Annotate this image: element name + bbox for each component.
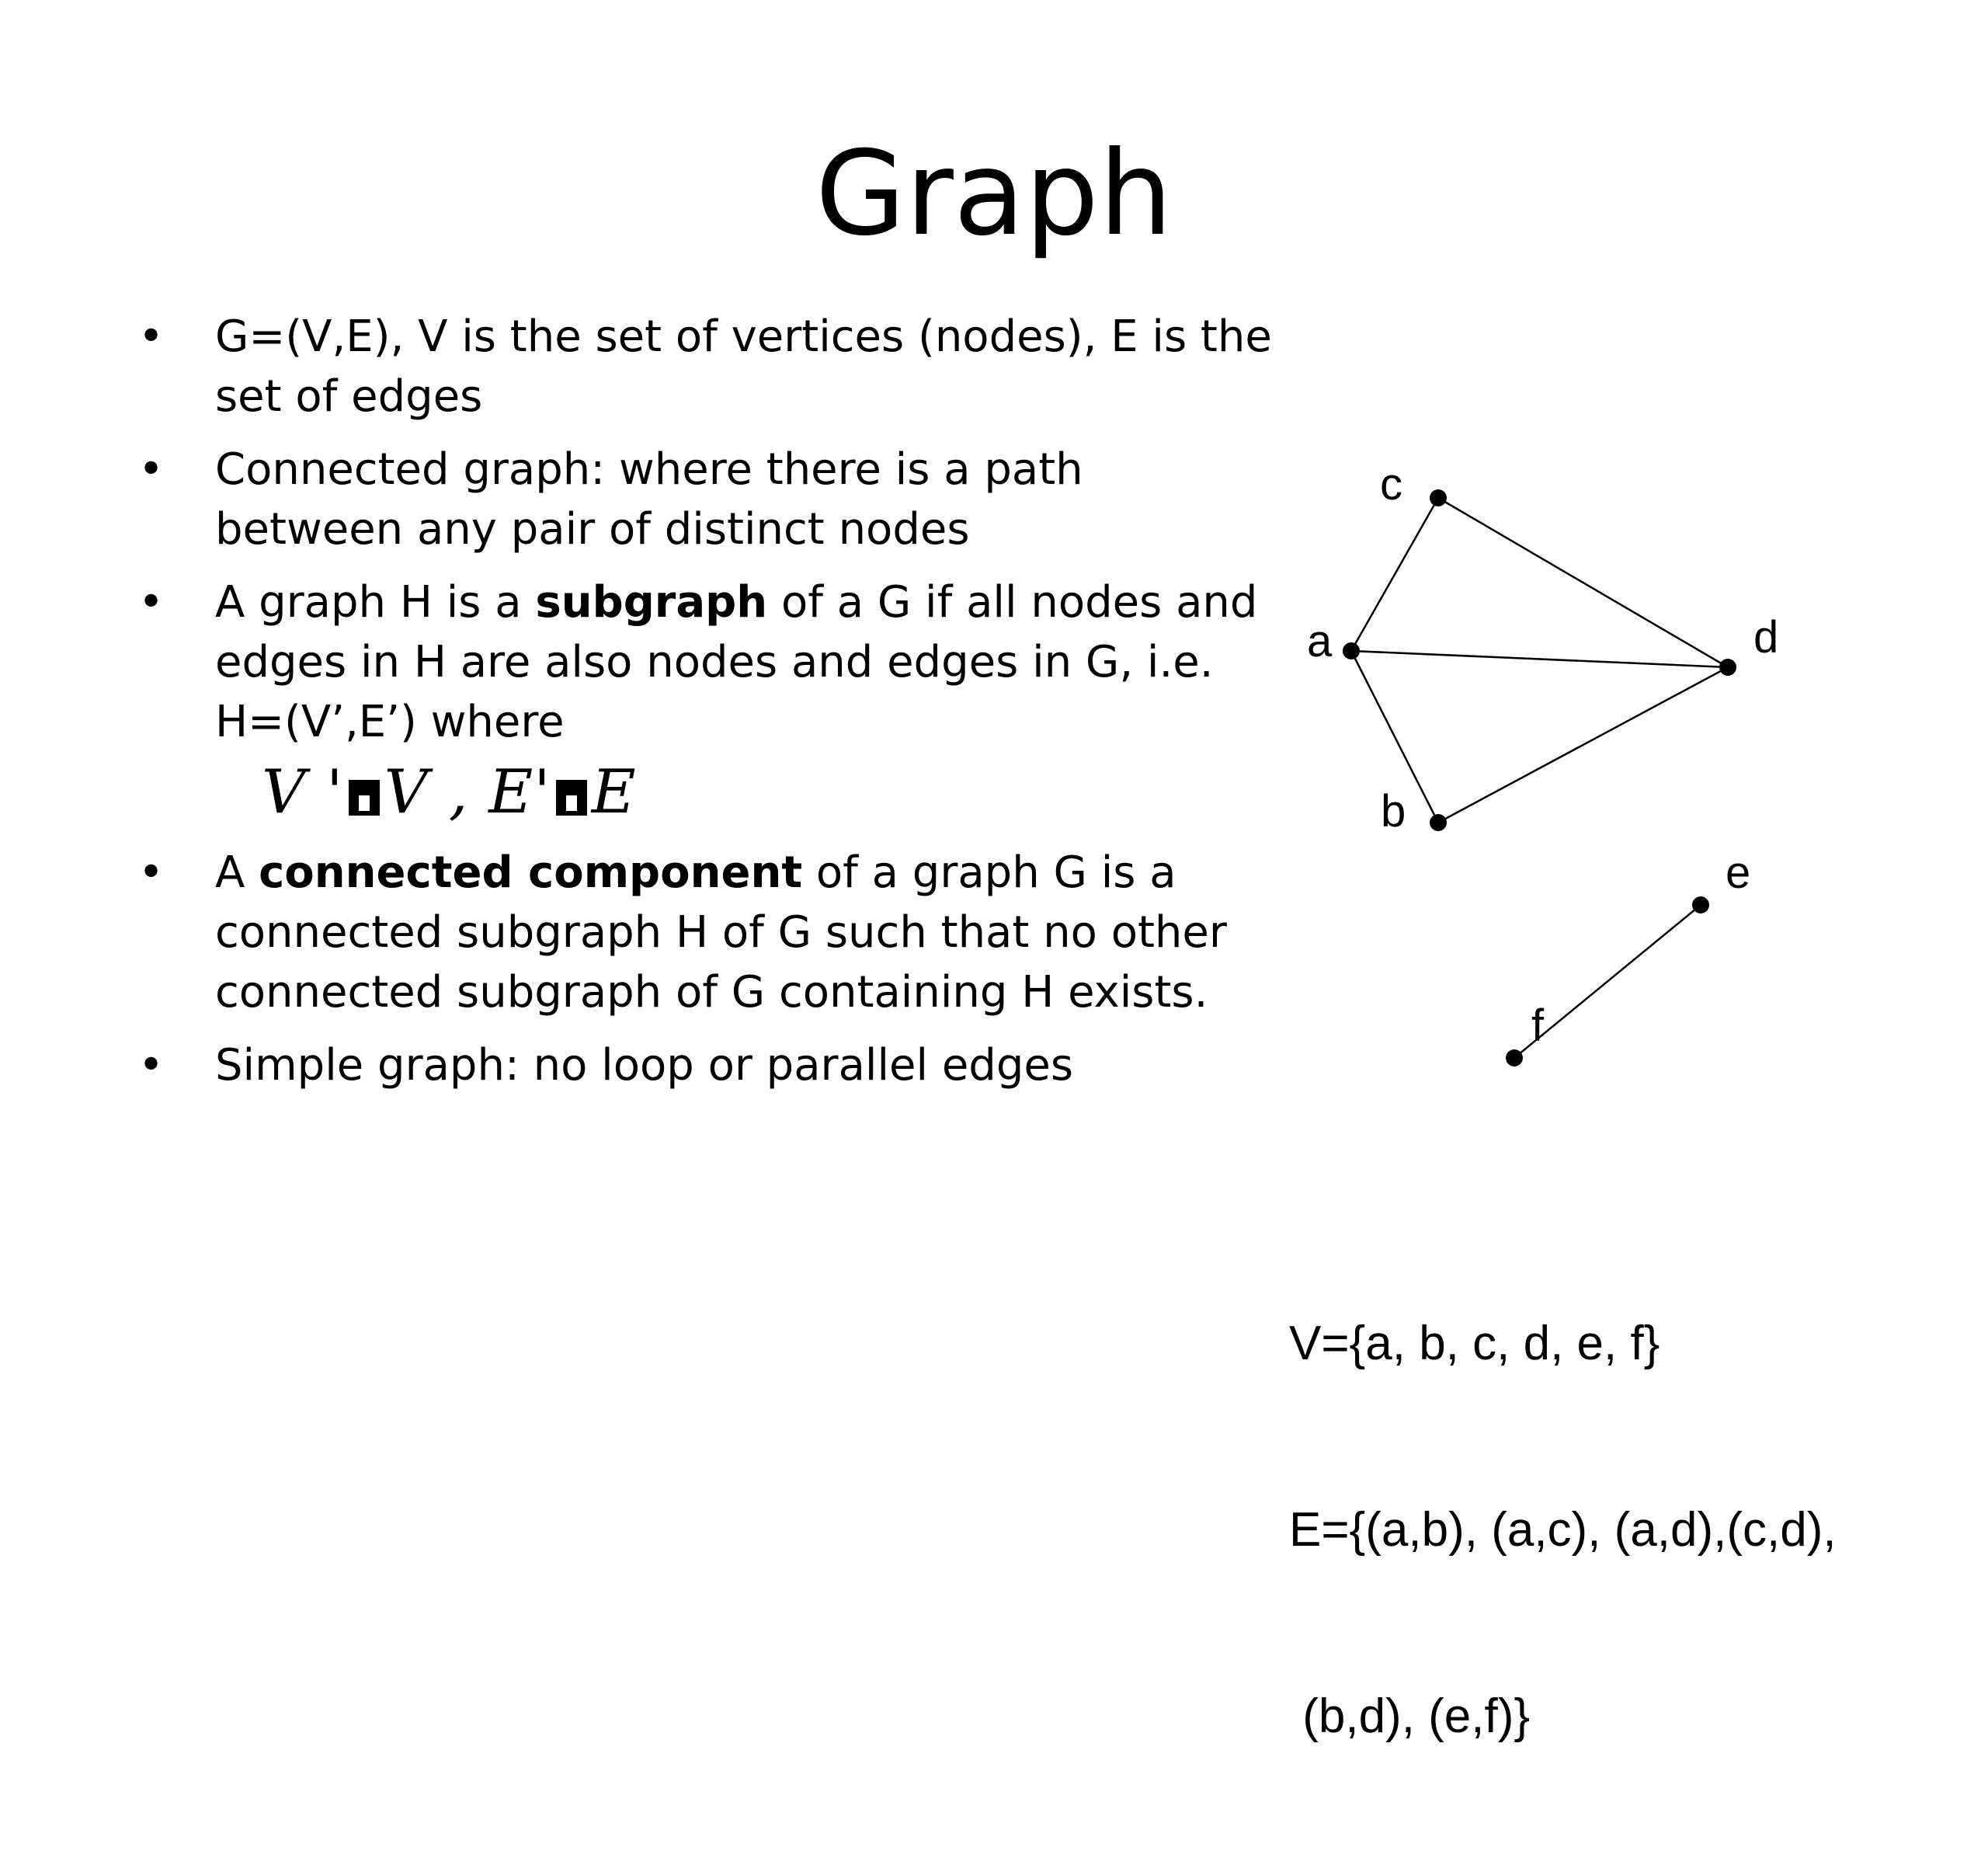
bullet-text-connected-graph: Connected graph: where there is a path b… <box>215 444 1083 555</box>
graph-node-label-f: f <box>1531 1000 1545 1051</box>
edge-set-line1: E={(a,b), (a,c), (a,d),(c,d), <box>1289 1503 1837 1557</box>
graph-node-label-c: c <box>1380 459 1402 510</box>
formula-e-prime: E' <box>488 757 551 827</box>
vertex-set: V={a, b, c, d, e, f} <box>1289 1317 1660 1370</box>
bullet-dot: • <box>138 311 165 362</box>
bullet-dot: • <box>138 1040 165 1091</box>
formula-v: V , <box>384 757 469 827</box>
bullet-item: • A connected component of a graph G is … <box>132 843 1274 1022</box>
bullet-dot: • <box>138 577 165 628</box>
graph-node-c <box>1430 489 1447 506</box>
graph-node-label-b: b <box>1381 786 1406 837</box>
graph-node-label-e: e <box>1726 847 1750 898</box>
bullet-dot: • <box>138 444 165 495</box>
bullet-text-component-post: of a graph G is a connected subgraph H o… <box>215 847 1227 1018</box>
graph-diagram: a b c d e f <box>1307 459 1778 1066</box>
missing-glyph-icon <box>555 780 587 816</box>
bullet-list: • G=(V,E), V is the set of vertices (nod… <box>132 307 1274 1108</box>
bullet-text-subgraph-bold: subgraph <box>535 577 768 628</box>
graph-node-label-d: d <box>1753 612 1778 663</box>
bullet-text-subgraph-post: of a G if all nodes and edges in H are a… <box>215 577 1258 747</box>
subset-formula: V ' V , E' E <box>262 755 1274 830</box>
graph-edge-a-d <box>1350 649 1729 669</box>
bullet-item: • Simple graph: no loop or parallel edge… <box>132 1035 1274 1095</box>
formula-v-prime: V ' <box>262 757 344 827</box>
graph-node-f <box>1506 1049 1523 1066</box>
bullet-text-simple-graph: Simple graph: no loop or parallel edges <box>215 1040 1073 1091</box>
graph-edge-b-d <box>1437 666 1729 824</box>
graph-node-e <box>1692 896 1709 913</box>
bullet-item: • Connected graph: where there is a path… <box>132 440 1274 559</box>
graph-node-a <box>1343 642 1360 659</box>
formula-e: E <box>591 757 637 827</box>
bullet-item: • G=(V,E), V is the set of vertices (nod… <box>132 307 1274 426</box>
slide-title: Graph <box>815 127 1173 262</box>
bullet-text-subgraph-pre: A graph H is a <box>215 577 536 628</box>
graph-node-label-a: a <box>1307 616 1333 666</box>
missing-glyph-icon <box>348 780 380 816</box>
graph-edge-e-f <box>1514 904 1701 1059</box>
bullet-text-graph-definition: G=(V,E), V is the set of vertices (nodes… <box>215 311 1272 422</box>
edge-set-line2: (b,d), (e,f)} <box>1289 1689 1531 1743</box>
graph-edge-c-d <box>1437 496 1729 669</box>
bullet-text-component-pre: A <box>215 847 259 898</box>
graph-node-b <box>1430 814 1447 831</box>
set-definitions: V={a, b, c, d, e, f} E={(a,b), (a,c), (a… <box>1289 1188 1837 1872</box>
bullet-dot: • <box>138 847 165 898</box>
graph-edge-a-b <box>1350 650 1440 823</box>
bullet-text-component-bold: connected component <box>259 847 803 898</box>
slide: Graph • G=(V,E), V is the set of vertice… <box>132 127 1837 1743</box>
graph-edge-a-c <box>1350 497 1440 652</box>
graph-node-d <box>1719 659 1736 676</box>
bullet-item: • A graph H is a subgraph of a G if all … <box>132 572 1274 830</box>
